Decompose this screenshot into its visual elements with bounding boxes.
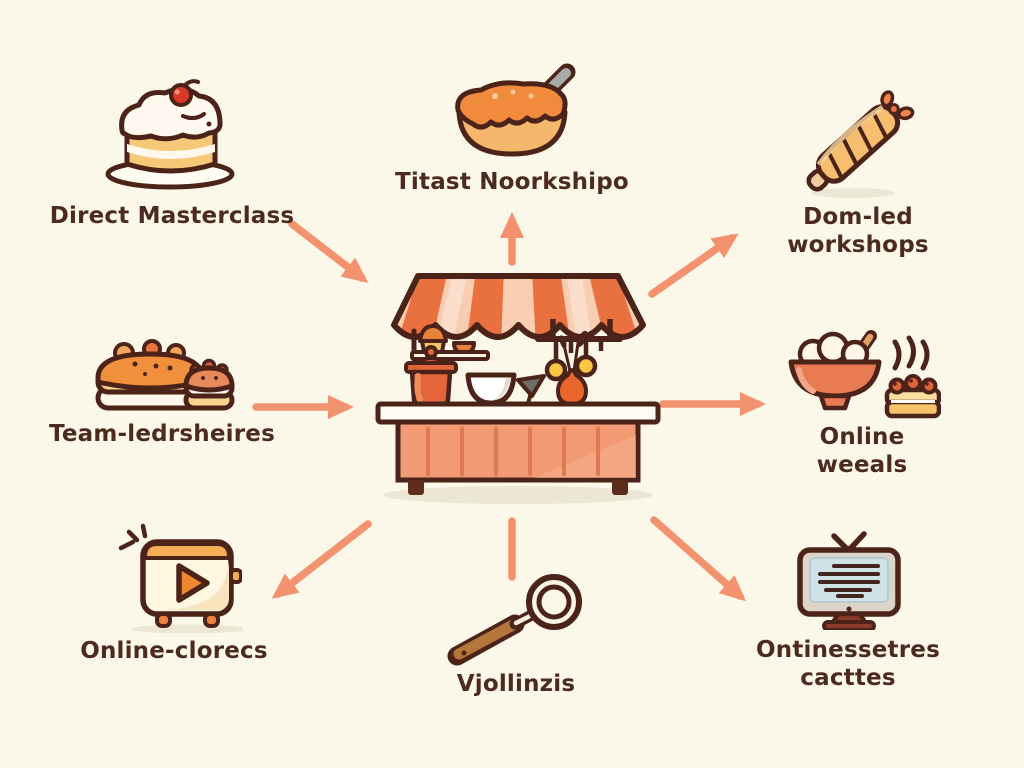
node-online-clorecs: Online-clorecs [64,518,284,665]
bowl-and-cake-icon [782,328,942,423]
pancake-stack-icon [32,332,292,412]
node-label: Online weeals [816,424,908,479]
node-team-ledrsheires: Team-ledrsheires [32,332,292,448]
strainer-icon [436,568,596,668]
video-player-icon [64,518,284,633]
center-node [372,263,664,507]
mixing-bowl-icon [392,62,632,168]
node-label: Dom-led workshops [787,204,929,259]
node-vjollinzis: Vjollinzis [436,568,596,698]
arrow-center-to-topright [648,233,739,298]
node-titast-noorkshipo: Titast Noorkshipo [392,62,632,196]
bakery-stall-icon [375,273,661,504]
rolling-pin-icon [738,85,978,203]
arrow-center-to-bottomright [650,516,746,602]
node-online-weeals: Online weeals [782,328,942,479]
tv-screen-icon [748,526,948,630]
cake-slice-icon [32,78,312,190]
arrow-center-to-bottomleft [271,520,372,599]
arrow-topleft-to-center [288,220,369,283]
node-label: Vjollinzis [456,671,576,697]
node-label: Direct Masterclass [49,203,295,229]
node-label: Ontinessetres cacttes [756,637,940,692]
node-ontinessetres-cacttes: Ontinessetres cacttes [748,526,948,692]
node-label: Titast Noorkshipo [395,169,629,195]
node-direct-masterclass: Direct Masterclass [32,78,312,230]
node-dom-led-workshops: Dom-led workshops [738,85,978,259]
node-label: Online-clorecs [80,638,268,664]
node-label: Team-ledrsheires [49,421,275,447]
